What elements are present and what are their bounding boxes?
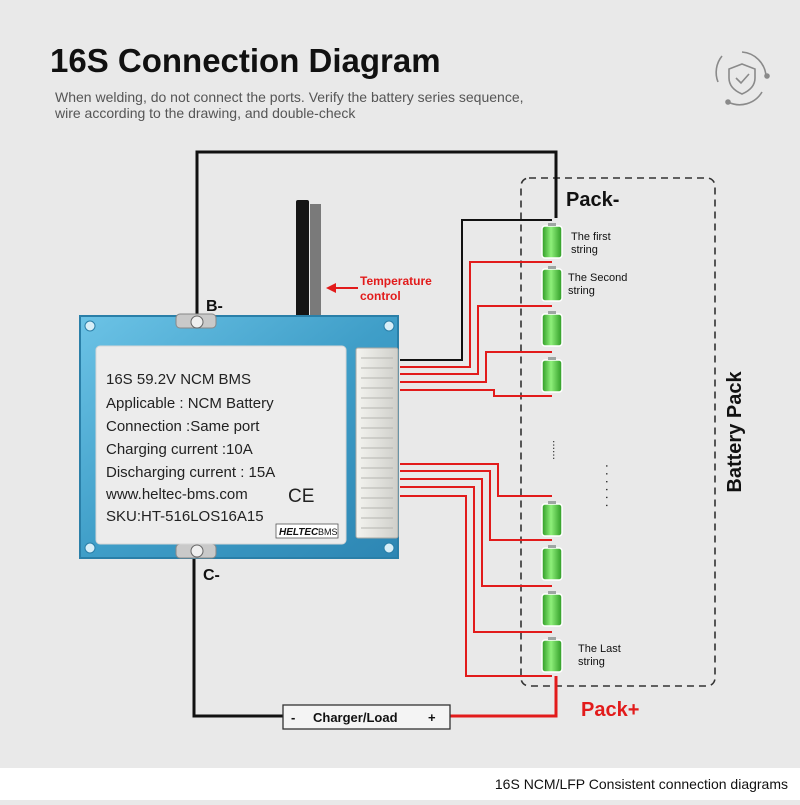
- ce-mark: CE: [288, 486, 314, 507]
- balance-red-wires-lower: [400, 463, 552, 677]
- charger-label: Charger/Load: [313, 710, 398, 725]
- bms-line-1: 16S 59.2V NCM BMS: [106, 371, 251, 388]
- bms-line-6: www.heltec-bms.com: [105, 486, 248, 503]
- battery-pack-label: Battery Pack: [724, 371, 746, 493]
- arrow-left-icon: [326, 283, 336, 293]
- pack-minus-label: Pack-: [566, 189, 619, 211]
- cell-last-label-2: string: [578, 656, 605, 668]
- shield-check-icon: [715, 51, 770, 106]
- pack-plus-label: Pack+: [581, 699, 639, 721]
- bms-line-4: Charging current :10A: [106, 441, 253, 458]
- battery-cell-icon: [541, 500, 563, 537]
- bms-line-2: Applicable : NCM Battery: [106, 395, 274, 412]
- cell-second-label-1: The Second: [568, 272, 627, 284]
- subtitle-line-2: wire according to the drawing, and doubl…: [54, 105, 356, 121]
- ellipsis-right: ......: [603, 464, 619, 511]
- balance-black-wire: [400, 219, 552, 361]
- brand-suffix: BMS: [318, 527, 338, 537]
- b-minus-label: B-: [206, 298, 223, 315]
- temperature-label-line1: Temperature: [360, 274, 432, 288]
- bms-line-7: SKU:HT-516LOS16A15: [106, 508, 264, 525]
- temperature-probe: [296, 200, 321, 318]
- footer-bar: [0, 768, 800, 800]
- battery-cell-icon: [541, 265, 563, 302]
- footer-caption: 16S NCM/LFP Consistent connection diagra…: [495, 776, 788, 792]
- bms-line-3: Connection :Same port: [106, 418, 260, 435]
- battery-pack-frame: [520, 177, 716, 687]
- battery-cell-icon: [541, 356, 563, 393]
- charger-minus: -: [291, 710, 295, 725]
- ellipsis-left: ......: [550, 440, 564, 460]
- bms-line-5: Discharging current : 15A: [106, 464, 275, 481]
- battery-cell-icon: [541, 590, 563, 627]
- subtitle-line-1: When welding, do not connect the ports. …: [55, 89, 524, 105]
- charger-load-box: - Charger/Load +: [282, 704, 451, 730]
- battery-cell-icon: [541, 636, 563, 673]
- pack-plus-wire: [450, 676, 558, 718]
- battery-cell-icon: [541, 222, 563, 259]
- brand-name: HELTEC: [279, 527, 319, 538]
- c-minus-label: C-: [203, 567, 220, 584]
- heltec-logo: HELTEC BMS: [275, 523, 339, 539]
- cell-second-label-2: string: [568, 285, 595, 297]
- battery-cell-icon: [541, 544, 563, 581]
- bms-board: [79, 313, 399, 559]
- cell-last-label-1: The Last: [578, 643, 621, 655]
- battery-cell-icon: [541, 310, 563, 347]
- black-wires: [192, 150, 558, 718]
- cell-first-label-2: string: [571, 244, 598, 256]
- balance-red-wires-upper: [400, 261, 552, 397]
- b-minus-wire: [195, 150, 558, 318]
- temperature-label-line2: control: [360, 289, 401, 303]
- cell-first-label-1: The first: [571, 231, 611, 243]
- c-minus-wire: [192, 552, 283, 718]
- charger-plus: +: [428, 710, 436, 725]
- page-title: 16S Connection Diagram: [50, 42, 441, 79]
